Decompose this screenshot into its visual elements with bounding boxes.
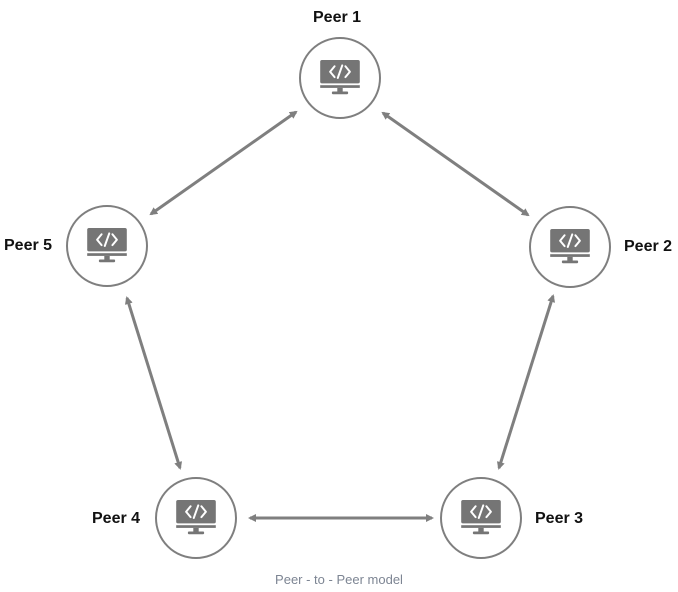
- connection-peer4-peer5: [124, 296, 183, 470]
- peer-label-4: Peer 4: [92, 510, 141, 527]
- peer-node-2: [529, 206, 611, 288]
- connection-peer5-peer1: [149, 110, 298, 216]
- peer-node-4: [155, 477, 237, 559]
- diagram-caption: Peer - to - Peer model: [275, 572, 403, 587]
- connection-peer2-peer3: [496, 294, 556, 470]
- peer-label-1: Peer 1: [313, 9, 362, 26]
- peer-node-5: [66, 205, 148, 287]
- peer-node-1: [299, 37, 381, 119]
- connections: [124, 110, 556, 522]
- connection-peer1-peer2: [381, 111, 530, 217]
- peer-node-3: [440, 477, 522, 559]
- peer-label-3: Peer 3: [535, 510, 584, 527]
- peer-label-2: Peer 2: [624, 238, 673, 255]
- peer-label-5: Peer 5: [4, 237, 53, 254]
